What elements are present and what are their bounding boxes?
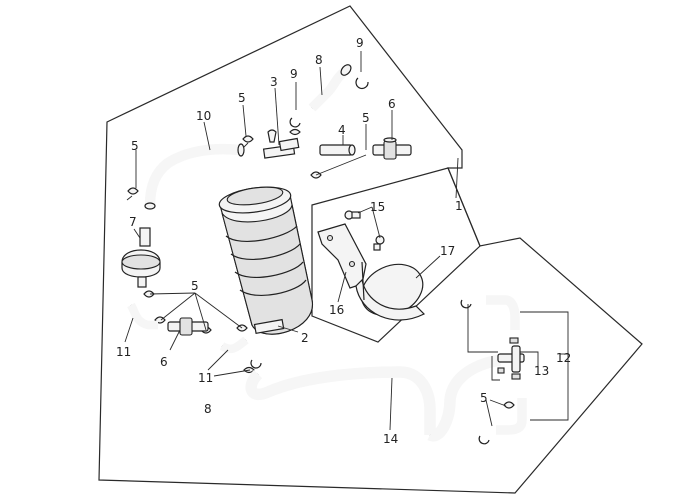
callout-10: 10 [196,109,211,123]
callout-3: 3 [270,75,278,89]
callout-9-top: 9 [356,36,364,50]
hose-14 [245,354,502,442]
callout-5-top: 5 [238,91,246,105]
clip-pair-icon [460,299,521,445]
callout-2: 2 [301,331,309,345]
callout-1: 1 [455,199,463,213]
callout-5-middle: 5 [191,279,199,293]
callout-12: 12 [556,351,571,365]
callout-5-right: 5 [362,111,370,125]
callout-9-mid: 9 [290,67,298,81]
callout-11-left: 11 [116,345,131,359]
callout-6-right: 6 [388,97,396,111]
valve-6-left [167,317,209,336]
canister-2 [218,186,313,335]
bracket-16 [317,223,367,289]
callout-14: 14 [383,432,398,446]
callout-17: 17 [440,244,455,258]
callout-13: 13 [534,364,549,378]
hose-11-mid [219,336,249,354]
valve-6-right [372,137,412,160]
callout-8-top: 8 [315,53,323,67]
callout-8-bottom: 8 [204,402,212,416]
hose-12-bottom [496,398,527,435]
clamp-icon [126,135,515,409]
hose-8-top [308,64,352,112]
callout-5-left: 5 [131,139,139,153]
bolt-15-icon [344,210,385,251]
strap-17 [355,261,426,321]
callout-16: 16 [329,303,344,317]
clip-9-icon [289,77,369,136]
callout-15: 15 [370,200,385,214]
callout-11-mid: 11 [198,371,213,385]
filter-7 [121,227,161,288]
callout-5-bottom: 5 [480,391,488,405]
callout-4: 4 [338,123,346,137]
hose-12-top [486,295,520,330]
hose-10 [144,143,245,210]
tee-13 [497,345,525,373]
callout-6-left: 6 [160,355,168,369]
hose-11-left [127,302,158,330]
small-fitting [278,137,300,152]
leader-lines [124,51,569,431]
callout-7: 7 [129,215,137,229]
tube-4 [319,144,356,156]
